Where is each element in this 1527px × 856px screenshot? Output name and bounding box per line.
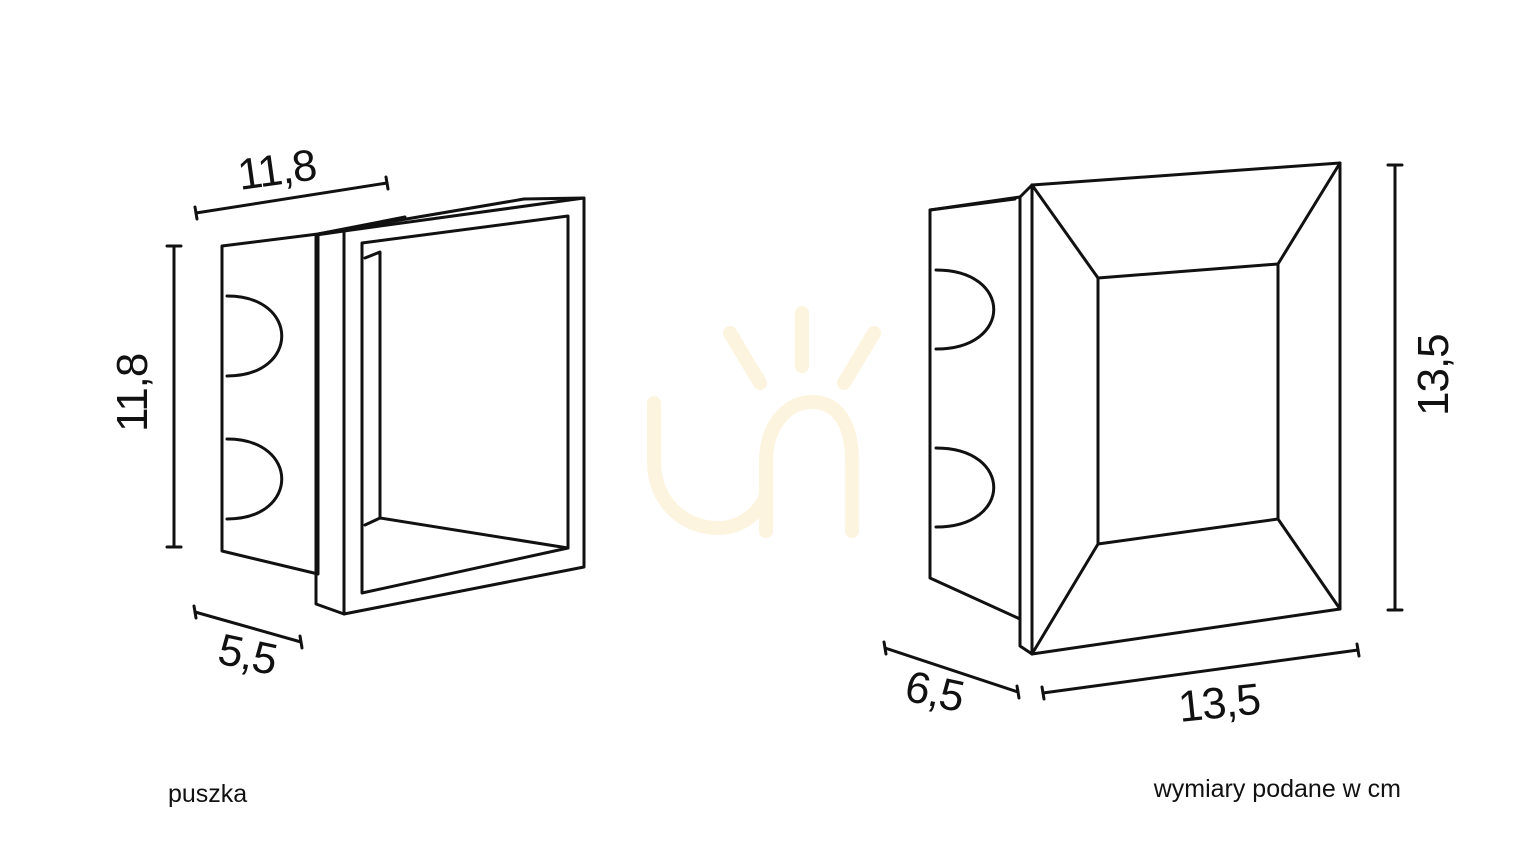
lamp-drawing — [882, 161, 1404, 701]
dimension-width-right — [1040, 642, 1361, 701]
sun-rays-logo-icon — [647, 306, 881, 538]
lamp-knockout-top — [934, 268, 996, 351]
lamp-flange-side — [1018, 183, 1034, 656]
mounting-box-caption: puszka — [168, 780, 248, 808]
dimension-height-right — [1386, 163, 1404, 612]
units-note: wymiary podane w cm — [1153, 775, 1401, 803]
dimension-width-left — [193, 175, 390, 221]
dimension-height-right-label: 13,5 — [1409, 334, 1458, 416]
dimension-height-left-label: 11,8 — [108, 354, 157, 432]
box-frame-inner — [360, 214, 570, 595]
box-body — [220, 232, 320, 576]
lamp-box-body — [928, 195, 1022, 621]
lamp-face-inner — [1096, 262, 1280, 546]
dimension-width-right-label: 13,5 — [1176, 675, 1262, 732]
knockout-bottom — [225, 437, 284, 521]
dimension-depth-left-label: 5,5 — [214, 625, 281, 685]
dimension-depth-right — [882, 640, 1021, 700]
dimension-depth-right-label: 6,5 — [901, 662, 968, 722]
box-flange-side — [314, 229, 346, 616]
dimension-width-left-label: 11,8 — [235, 140, 319, 199]
lamp-knockout-bottom — [934, 446, 996, 529]
dimension-depth-left — [192, 604, 304, 650]
mounting-box-drawing — [165, 175, 586, 650]
knockout-top — [225, 294, 284, 378]
box-frame-outer — [342, 196, 586, 616]
dimension-height-left — [165, 244, 183, 549]
